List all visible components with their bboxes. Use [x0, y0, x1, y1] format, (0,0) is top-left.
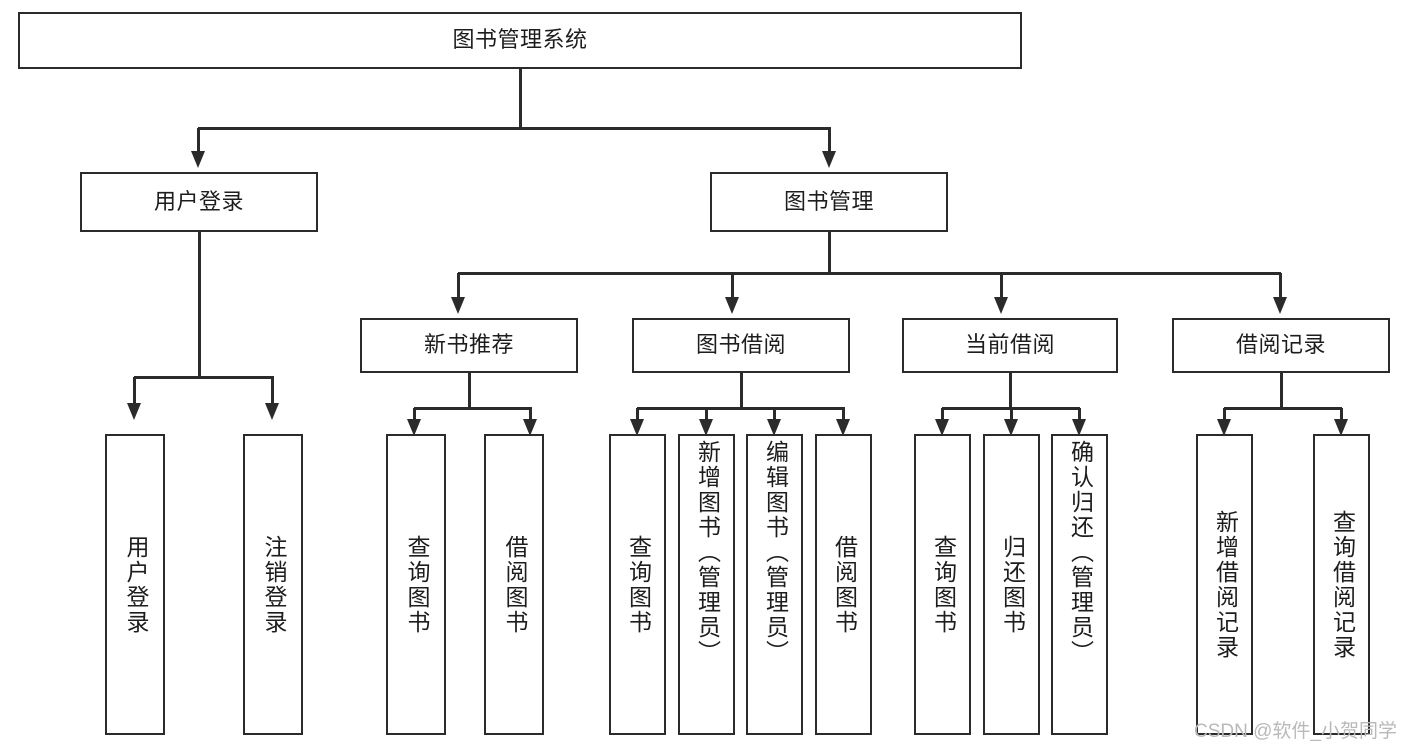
node-label: 图书借阅 [695, 332, 786, 358]
node-label: 编辑图书（管理员） [762, 440, 789, 665]
node-label: 新增图书（管理员） [694, 440, 721, 665]
connector-level2-drop-left [197, 128, 200, 153]
csdn-watermark: CSDN @软件_小贺同学 [1194, 721, 1397, 742]
connector-user-login-drop-2 [271, 377, 274, 405]
leaf-node-query-book-borrow[interactable]: 查询图书 [609, 434, 666, 735]
connector-level3-drop-1 [457, 273, 460, 299]
connector-user-login-drop-1 [133, 377, 136, 405]
arrow-down-icon [1334, 419, 1348, 436]
node-label: 借阅记录 [1235, 332, 1326, 358]
node-label: 查询借阅记录 [1329, 509, 1356, 660]
arrow-down-icon [725, 297, 739, 314]
arrow-down-icon [1273, 297, 1287, 314]
leaf-node-add-book-admin[interactable]: 新增图书（管理员） [678, 434, 735, 735]
node-label: 注销登录 [260, 534, 287, 635]
node-label: 图书管理系统 [452, 27, 588, 53]
connector-level2-drop-right [828, 128, 831, 153]
arrow-down-icon [1217, 419, 1231, 436]
arrow-down-icon [630, 419, 644, 436]
connector-level2-bus [198, 127, 831, 130]
leaf-node-edit-book-admin[interactable]: 编辑图书（管理员） [746, 434, 803, 735]
arrow-down-icon [822, 151, 836, 168]
node-label: 查询图书 [625, 534, 652, 635]
node-book-borrow[interactable]: 图书借阅 [632, 318, 850, 373]
node-label: 用户登录 [153, 188, 244, 214]
node-label: 借阅图书 [501, 534, 528, 635]
arrow-down-icon [935, 419, 949, 436]
leaf-node-user-login[interactable]: 用户登录 [105, 434, 165, 735]
node-label: 当前借阅 [964, 332, 1055, 358]
node-label: 图书管理 [783, 188, 874, 214]
connector-level3-drop-4 [1279, 273, 1282, 299]
node-label: 借阅图书 [831, 534, 858, 635]
connector-borrow-record-bus [1224, 407, 1342, 410]
node-label: 用户登录 [122, 534, 149, 635]
connector-root-trunk [519, 69, 522, 128]
connector-user-login-trunk [198, 232, 201, 377]
connector-book-borrow-trunk [740, 373, 743, 408]
connector-user-login-bus [134, 376, 274, 379]
leaf-node-logout[interactable]: 注销登录 [243, 434, 303, 735]
arrow-down-icon [767, 419, 781, 436]
arrow-down-icon [699, 419, 713, 436]
node-label: 查询图书 [930, 534, 957, 635]
leaf-node-query-book-current[interactable]: 查询图书 [914, 434, 971, 735]
leaf-node-return-book[interactable]: 归还图书 [983, 434, 1040, 735]
arrow-down-icon [451, 297, 465, 314]
leaf-node-query-borrow-record[interactable]: 查询借阅记录 [1313, 434, 1370, 735]
leaf-node-add-borrow-record[interactable]: 新增借阅记录 [1196, 434, 1253, 735]
arrow-down-icon [523, 419, 537, 436]
leaf-node-query-book-recommend[interactable]: 查询图书 [386, 434, 446, 735]
arrow-down-icon [994, 297, 1008, 314]
connector-level3-drop-3 [1000, 273, 1003, 299]
connector-current-borrow-trunk [1009, 373, 1012, 408]
connector-new-book-trunk [468, 373, 471, 408]
arrow-down-icon [1072, 419, 1086, 436]
connector-book-borrow-bus [637, 407, 845, 410]
node-user-login[interactable]: 用户登录 [80, 172, 318, 232]
leaf-node-confirm-return-admin[interactable]: 确认归还（管理员） [1051, 434, 1108, 735]
node-label: 查询图书 [403, 534, 430, 635]
arrow-down-icon [191, 151, 205, 168]
connector-new-book-bus [414, 407, 532, 410]
node-label: 新增借阅记录 [1212, 509, 1239, 660]
arrow-down-icon [265, 403, 279, 420]
arrow-down-icon [836, 419, 850, 436]
node-new-book-recommend[interactable]: 新书推荐 [360, 318, 578, 373]
connector-level3-bus [458, 272, 1281, 275]
node-label: 确认归还（管理员） [1067, 440, 1094, 665]
node-book-management[interactable]: 图书管理 [710, 172, 948, 232]
connector-borrow-record-trunk [1280, 373, 1283, 408]
node-label: 归还图书 [999, 534, 1026, 635]
node-label: 新书推荐 [423, 332, 514, 358]
leaf-node-borrow-book[interactable]: 借阅图书 [815, 434, 872, 735]
leaf-node-borrow-book-recommend[interactable]: 借阅图书 [484, 434, 544, 735]
connector-level3-drop-2 [731, 273, 734, 299]
arrow-down-icon [1004, 419, 1018, 436]
arrow-down-icon [127, 403, 141, 420]
node-current-borrow[interactable]: 当前借阅 [902, 318, 1118, 373]
connector-book-management-trunk [828, 232, 831, 273]
node-root-book-management-system[interactable]: 图书管理系统 [18, 12, 1022, 69]
node-borrow-record[interactable]: 借阅记录 [1172, 318, 1390, 373]
arrow-down-icon [407, 419, 421, 436]
